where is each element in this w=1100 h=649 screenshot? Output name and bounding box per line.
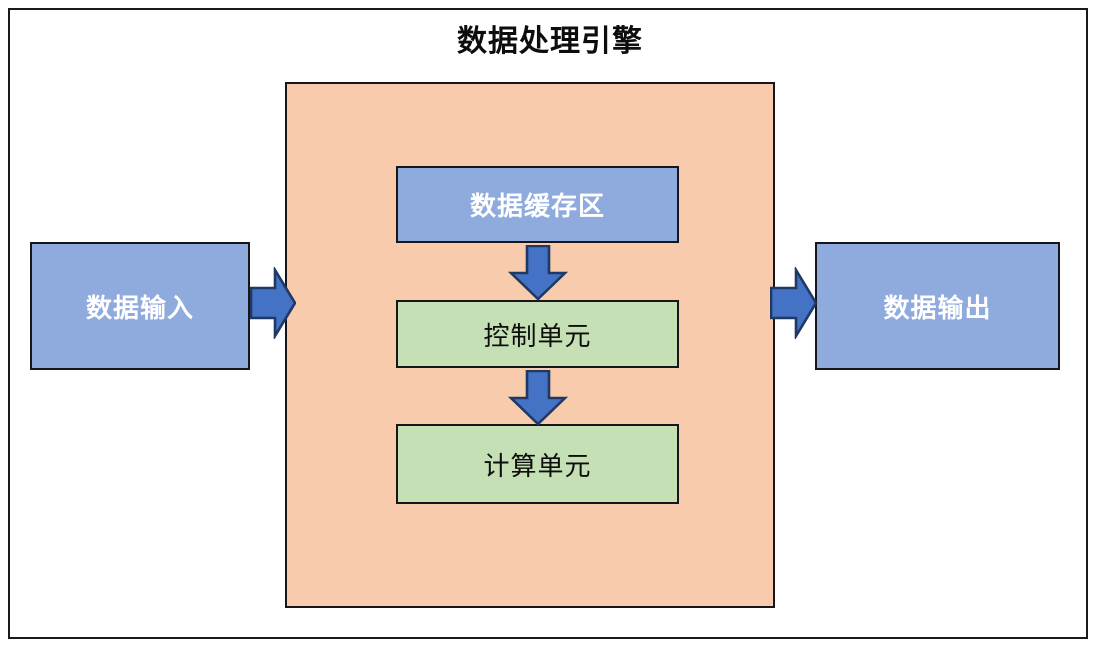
node-control-unit[interactable]: 控制单元 — [396, 300, 679, 368]
arrow-down-icon — [508, 370, 568, 426]
node-compute-unit-label: 计算单元 — [483, 450, 592, 481]
node-compute-unit[interactable]: 计算单元 — [396, 424, 679, 504]
node-data-input[interactable]: 数据输入 — [30, 242, 250, 370]
node-control-unit-label: 控制单元 — [483, 320, 592, 351]
page-title: 数据处理引擎 — [457, 25, 643, 58]
node-data-output-label: 数据输出 — [883, 292, 992, 323]
node-data-cache-label: 数据缓存区 — [469, 191, 605, 221]
node-data-cache[interactable]: 数据缓存区 — [396, 166, 679, 243]
arrow-right-icon — [250, 267, 296, 339]
node-data-output[interactable]: 数据输出 — [815, 242, 1060, 370]
arrow-right-icon — [770, 267, 818, 339]
node-data-input-label: 数据输入 — [85, 292, 194, 323]
arrow-down-icon — [508, 245, 568, 301]
